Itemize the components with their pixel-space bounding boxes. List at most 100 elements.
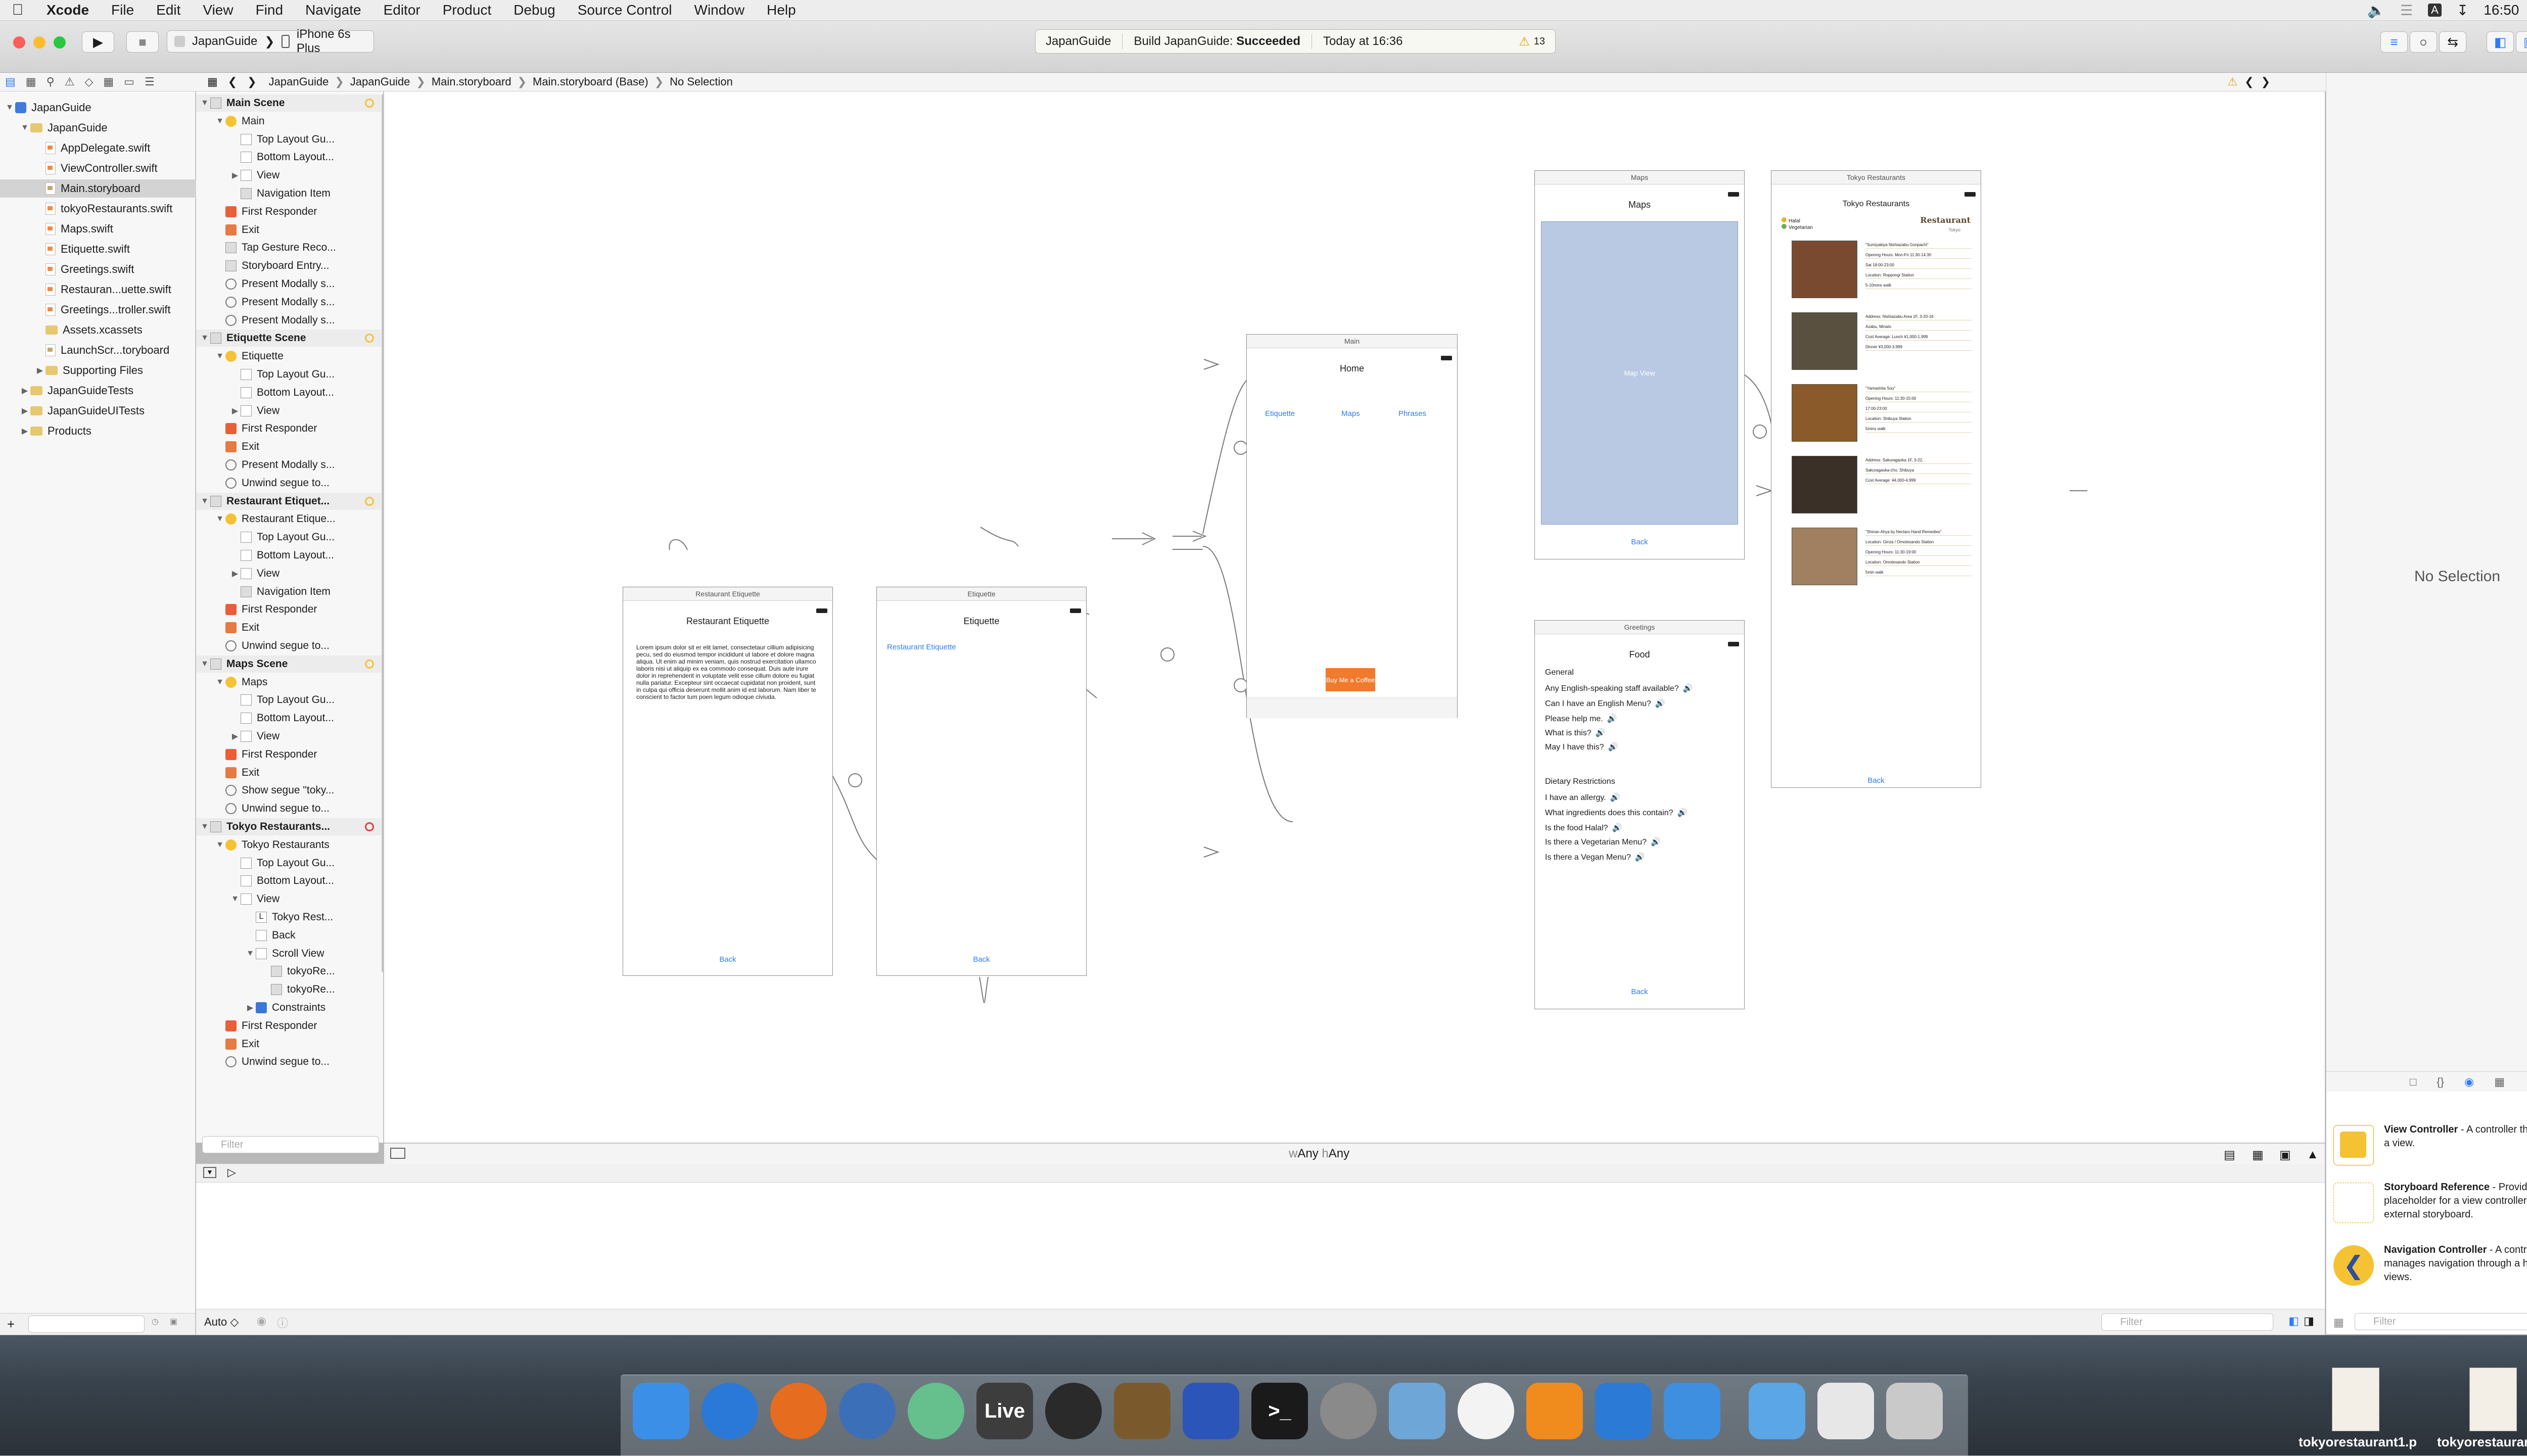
outline-item[interactable]: ▼Tokyo Restaurants bbox=[196, 836, 396, 854]
map-view[interactable]: Map View bbox=[1541, 221, 1738, 525]
breakpoint-navigator-icon[interactable]: ▭ bbox=[124, 75, 134, 88]
outline-scene-header[interactable]: ▼Restaurant Etiquet... bbox=[196, 492, 381, 510]
issue-navigator-icon[interactable]: ⚠ bbox=[64, 75, 75, 88]
scheme-selector[interactable]: JapanGuide ❯ iPhone 6s Plus bbox=[167, 27, 374, 55]
back-arrow-icon[interactable]: ❮ bbox=[227, 75, 238, 88]
find-navigator-icon[interactable]: ⚲ bbox=[46, 75, 55, 88]
issue-warning-icon[interactable]: ⚠ bbox=[2227, 75, 2238, 88]
disclosure-icon[interactable]: ▼ bbox=[201, 496, 209, 505]
split-right-icon[interactable]: ◨ bbox=[2304, 1314, 2314, 1327]
related-items-icon[interactable]: ▦ bbox=[207, 75, 218, 88]
volume-icon[interactable]: 🔈 bbox=[2367, 2, 2385, 18]
audacity-icon[interactable] bbox=[1183, 1383, 1239, 1439]
speaker-icon[interactable]: 🔊 bbox=[1595, 729, 1606, 737]
nav-item[interactable]: ▶Supporting Files bbox=[34, 361, 143, 380]
outline-item[interactable]: Exit bbox=[196, 619, 396, 636]
device-name[interactable]: iPhone 6s Plus bbox=[296, 27, 351, 55]
ibooks-icon[interactable] bbox=[1526, 1383, 1583, 1439]
scene-status-icon[interactable] bbox=[365, 496, 374, 506]
outline-item[interactable]: Top Layout Gu... bbox=[196, 691, 411, 709]
disclosure-icon[interactable]: ▶ bbox=[231, 732, 239, 741]
auto-variables-popup[interactable]: Auto ◇ bbox=[204, 1316, 239, 1328]
scene-tokyo-restaurants[interactable]: Tokyo Restaurants Tokyo Restaurants Hala… bbox=[1771, 170, 1981, 788]
desktop-file-label-1[interactable]: tokyorestaurant1.p bbox=[2299, 1434, 2417, 1449]
desktop-file-label-2[interactable]: tokyorestaurant2. bbox=[2437, 1434, 2527, 1449]
menu-find[interactable]: Find bbox=[255, 2, 284, 18]
outline-item[interactable]: Back bbox=[196, 927, 427, 944]
outline-item[interactable]: Exit bbox=[196, 438, 396, 455]
nav-item[interactable]: Etiquette.swift bbox=[34, 240, 130, 258]
scene-maps-dock[interactable]: Maps bbox=[1535, 171, 1744, 184]
scene-status-icon[interactable] bbox=[365, 659, 374, 669]
outline-item[interactable]: Unwind segue to... bbox=[196, 475, 396, 492]
logic-icon[interactable] bbox=[1045, 1383, 1102, 1439]
console-filter-input[interactable]: Filter bbox=[2101, 1313, 2273, 1331]
menu-window[interactable]: Window bbox=[694, 2, 745, 18]
outline-scene-header[interactable]: ▼Tokyo Restaurants... bbox=[196, 818, 381, 835]
outline-item[interactable]: ▼View bbox=[196, 890, 411, 908]
speaker-icon[interactable]: 🔊 bbox=[1634, 853, 1645, 862]
breakpoint-icon[interactable]: ▷ bbox=[227, 1166, 236, 1179]
ableton-live-icon[interactable]: Live bbox=[976, 1383, 1033, 1439]
toggle-navigator-button[interactable]: ◧ bbox=[2487, 31, 2514, 53]
outline-item[interactable]: First Responder bbox=[196, 1017, 396, 1035]
disclosure-icon[interactable]: ▶ bbox=[21, 387, 28, 395]
menu-view[interactable]: View bbox=[203, 2, 233, 18]
nav-item[interactable]: ▼JapanGuide bbox=[19, 119, 108, 137]
zoom-window-button[interactable] bbox=[54, 36, 66, 49]
breadcrumb-0[interactable]: JapanGuide bbox=[268, 75, 329, 88]
link-etiquette[interactable]: Etiquette bbox=[1265, 409, 1295, 418]
outline-item[interactable]: Top Layout Gu... bbox=[196, 366, 411, 383]
split-left-icon[interactable]: ◧ bbox=[2288, 1314, 2299, 1327]
nav-item[interactable]: tokyoRestaurants.swift bbox=[34, 200, 172, 218]
scene-etiquette[interactable]: Etiquette Etiquette Restaurant Etiquette… bbox=[876, 587, 1087, 976]
speaker-icon[interactable]: 🔊 bbox=[1655, 699, 1665, 708]
disclosure-icon[interactable]: ▶ bbox=[231, 171, 239, 180]
desktop-file-icon-1[interactable] bbox=[2332, 1368, 2379, 1431]
outline-item[interactable]: Bottom Layout... bbox=[196, 710, 411, 727]
test-navigator-icon[interactable]: ◇ bbox=[84, 75, 93, 88]
nav-item[interactable]: LaunchScr...toryboard bbox=[34, 341, 169, 359]
nav-item[interactable]: ▶JapanGuideUITests bbox=[19, 402, 145, 420]
outline-item[interactable]: ▶Constraints bbox=[196, 999, 427, 1016]
scene-restaurant-etiquette[interactable]: Restaurant Etiquette Restaurant Etiquett… bbox=[623, 587, 833, 976]
project-navigator-icon[interactable]: ▤ bbox=[5, 75, 16, 88]
outline-item[interactable]: Bottom Layout... bbox=[196, 149, 411, 166]
documents-stack-icon[interactable] bbox=[1817, 1383, 1874, 1439]
outline-item[interactable]: ▶View bbox=[196, 167, 411, 184]
disclosure-icon[interactable]: ▼ bbox=[246, 949, 254, 958]
speaker-icon[interactable]: 🔊 bbox=[1677, 809, 1688, 817]
nav-item[interactable]: Assets.xcassets bbox=[34, 321, 143, 339]
etiquette-back-button[interactable]: Back bbox=[973, 955, 990, 964]
report-navigator-icon[interactable]: ☰ bbox=[144, 75, 155, 88]
nav-item[interactable]: Restauran...uette.swift bbox=[34, 280, 171, 299]
outline-item[interactable]: First Responder bbox=[196, 746, 396, 763]
scheme-name[interactable]: JapanGuide bbox=[192, 34, 258, 48]
disclosure-icon[interactable]: ▼ bbox=[201, 334, 209, 343]
thunderbird-icon[interactable] bbox=[839, 1383, 896, 1439]
standard-editor-button[interactable]: ≡ bbox=[2380, 31, 2408, 53]
outline-item[interactable]: Top Layout Gu... bbox=[196, 131, 411, 148]
disclosure-icon[interactable]: ▼ bbox=[216, 116, 224, 125]
disclosure-icon[interactable]: ▶ bbox=[231, 406, 239, 415]
next-issue-icon[interactable]: ❯ bbox=[2261, 75, 2270, 88]
debug-navigator-icon[interactable]: ▦ bbox=[103, 75, 114, 88]
menu-source-control[interactable]: Source Control bbox=[577, 2, 672, 18]
outline-item[interactable]: Bottom Layout... bbox=[196, 547, 411, 564]
size-class-selector[interactable]: wAny hAny bbox=[1289, 1147, 1350, 1160]
menu-navigate[interactable]: Navigate bbox=[305, 2, 361, 18]
recent-files-icon[interactable]: ◷ bbox=[152, 1318, 159, 1326]
outline-item[interactable]: First Responder bbox=[196, 203, 396, 220]
scene-tokyo-dock[interactable]: Tokyo Restaurants bbox=[1771, 171, 1981, 184]
outline-item[interactable]: Storyboard Entry... bbox=[196, 257, 396, 274]
breadcrumb-4[interactable]: No Selection bbox=[670, 75, 733, 88]
scene-status-icon[interactable] bbox=[365, 334, 374, 343]
navigator-filter-input[interactable] bbox=[28, 1316, 145, 1333]
outline-item[interactable]: Present Modally s... bbox=[196, 294, 396, 311]
safari-icon[interactable] bbox=[701, 1383, 758, 1439]
speaker-icon[interactable]: 🔊 bbox=[1682, 684, 1693, 693]
toggle-debug-area-button[interactable]: ▣ bbox=[2516, 31, 2527, 53]
terminal-icon[interactable]: >_ bbox=[1251, 1383, 1308, 1439]
disclosure-icon[interactable]: ▼ bbox=[216, 840, 224, 849]
speaker-icon[interactable]: 🔊 bbox=[1607, 715, 1617, 723]
